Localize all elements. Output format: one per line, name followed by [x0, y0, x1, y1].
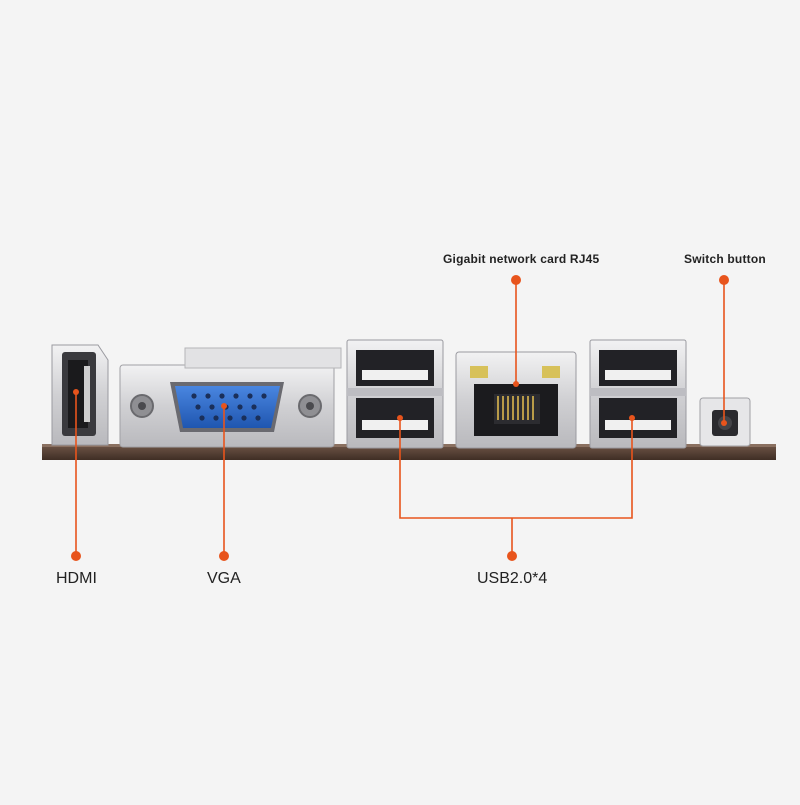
hdmi-callout-dot [71, 551, 81, 561]
switch-button-label: Switch button [684, 252, 766, 266]
rj45-port [455, 351, 577, 449]
usb-stack-left [346, 339, 444, 449]
vga-label: VGA [207, 570, 241, 587]
vga-callout-dot [219, 551, 229, 561]
hdmi-port [51, 344, 109, 446]
usb-label: USB2.0*4 [477, 570, 548, 587]
hdmi-label: HDMI [56, 570, 97, 587]
switch-callout-dot [719, 275, 729, 285]
usb-callout-dot [507, 551, 517, 561]
pcb-board [42, 446, 776, 460]
vga-port [119, 347, 342, 448]
callout-lines [75, 280, 725, 556]
rj45-label: Gigabit network card RJ45 [443, 252, 600, 266]
rj45-callout-dot [511, 275, 521, 285]
usb-stack-right [589, 339, 687, 449]
